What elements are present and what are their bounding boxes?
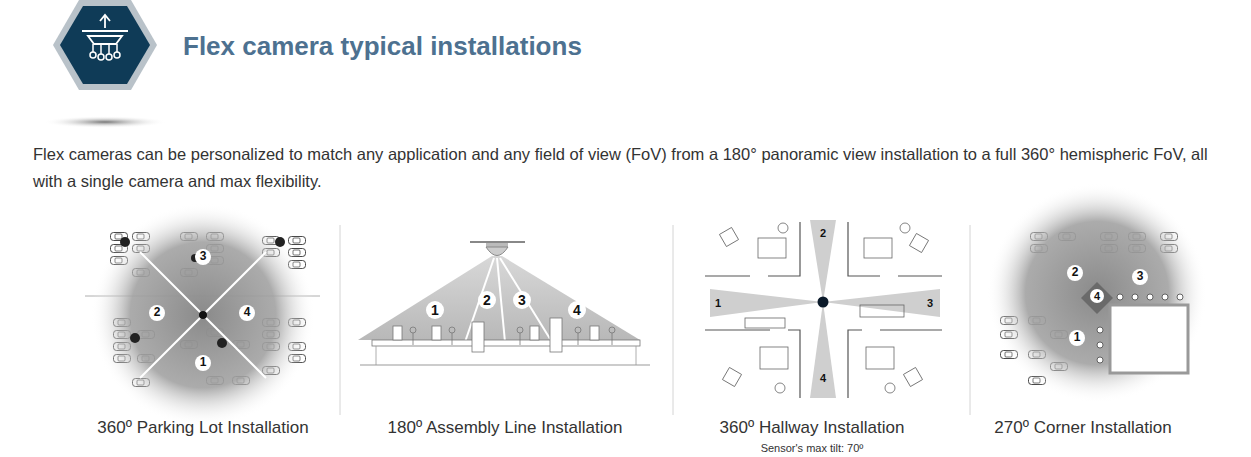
callout-number: 1 — [715, 297, 721, 310]
hallway-illustration — [705, 220, 942, 398]
callout-number: 3 — [1137, 270, 1144, 284]
panel-note: Sensor's max tilt: 70º — [761, 442, 864, 455]
callout-number: 3 — [927, 297, 933, 310]
callout-number: 4 — [244, 306, 251, 320]
panel-divider — [340, 225, 970, 415]
callout-number: 1 — [200, 356, 207, 370]
callout-number: 1 — [431, 302, 439, 318]
page-title: Flex camera typical installations — [183, 30, 582, 62]
intro-text: Flex cameras can be personalized to matc… — [33, 141, 1223, 195]
panel-caption: 360º Hallway Installation — [720, 418, 905, 438]
callout-number: 2 — [1072, 266, 1079, 280]
callout-number: 4 — [820, 372, 826, 385]
parking-lot-illustration — [85, 203, 320, 427]
callout-number: 2 — [483, 292, 491, 308]
corner-illustration — [987, 183, 1207, 403]
callout-number: 3 — [200, 250, 207, 264]
assembly-line-illustration — [358, 242, 650, 365]
callout-number: 1 — [1074, 331, 1081, 345]
callout-number: 2 — [820, 227, 826, 240]
panel-caption: 360º Parking Lot Installation — [97, 418, 308, 438]
header-icon — [43, 0, 167, 128]
panel-caption: 270º Corner Installation — [994, 418, 1171, 438]
callout-number: 4 — [573, 302, 581, 318]
callout-number: 2 — [154, 306, 161, 320]
callout-number: 3 — [518, 292, 526, 308]
panel-caption: 180º Assembly Line Installation — [388, 418, 623, 438]
callout-number: 4 — [1094, 290, 1100, 303]
